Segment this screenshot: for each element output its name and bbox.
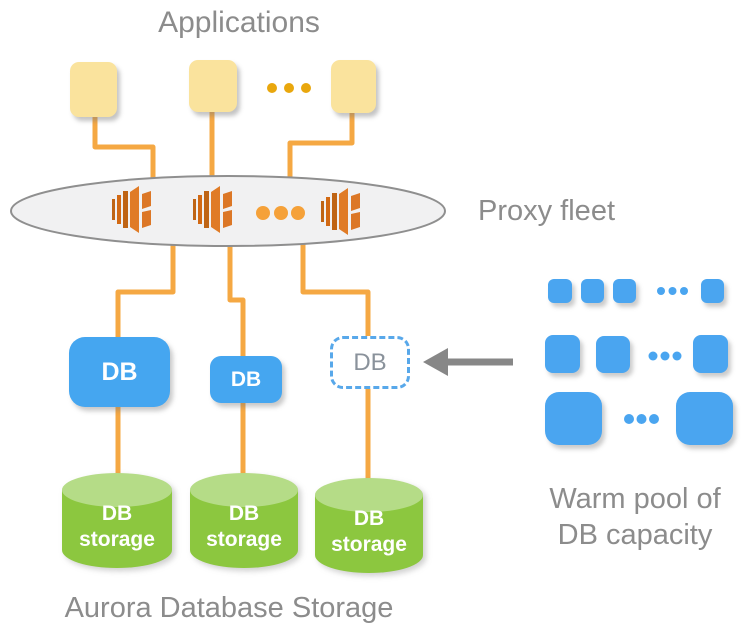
connector-proxy-db3 (300, 238, 371, 342)
db-storage-label-line1: DB (353, 507, 385, 530)
db-storage-label: DB storage (315, 506, 423, 558)
warm-pool-ellipsis-dots (624, 287, 688, 424)
db-storage-label-line2: storage (79, 528, 155, 551)
db-storage-label-line1: DB (101, 502, 133, 525)
proxy-ellipsis-dots (256, 206, 305, 220)
connector-proxy-db2 (227, 240, 246, 362)
warm-pool-arrow (423, 348, 513, 376)
rds-proxy-icon (321, 188, 361, 235)
arrow-head-icon (423, 348, 448, 376)
warm-pool-square-medium-3 (693, 335, 728, 373)
db-storage-label: DB storage (190, 501, 298, 553)
application-node-3 (331, 60, 376, 113)
warm-pool-square-large-1 (545, 392, 602, 445)
warm-pool-square-large-2 (676, 392, 733, 445)
app-to-proxy-connectors (92, 108, 371, 488)
cylinder-top (62, 473, 172, 507)
connector-proxy-db1 (115, 238, 176, 345)
db-storage-cylinder-1: DB storage (62, 473, 172, 568)
application-node-1 (70, 62, 117, 117)
aurora-storage-label: Aurora Database Storage (64, 592, 394, 624)
db-storage-label-line1: DB (228, 502, 260, 525)
app-ellipsis-dots (267, 83, 311, 93)
warm-pool-label-line1: Warm pool of (549, 483, 721, 515)
connector-app1-proxy (92, 112, 156, 182)
db-storage-label: DB storage (62, 501, 172, 553)
warm-pool-square-small-4 (701, 279, 724, 303)
warm-pool-square-medium-2 (596, 336, 630, 373)
warm-pool-label-line2: DB capacity (557, 519, 713, 551)
rds-proxy-icon (112, 186, 152, 233)
db-storage-cylinder-3: DB storage (315, 478, 423, 573)
applications-label: Applications (158, 6, 320, 39)
proxy-fleet-label: Proxy fleet (478, 195, 615, 227)
db-storage-label-line2: storage (331, 533, 407, 556)
warm-pool-square-medium-1 (545, 335, 580, 373)
cylinder-top (190, 473, 298, 507)
db-instance-2: DB (210, 356, 282, 403)
connector-app3-proxy (287, 110, 355, 183)
rds-proxy-icon (193, 186, 233, 233)
db-storage-label-line2: storage (206, 528, 282, 551)
cylinder-top (315, 478, 423, 512)
application-node-2 (189, 60, 237, 112)
db-instance-1: DB (69, 337, 170, 407)
db-storage-cylinder-2: DB storage (190, 473, 298, 568)
db-instance-placeholder: DB (330, 336, 410, 389)
warm-pool-square-small-3 (613, 279, 636, 303)
warm-pool-label: Warm pool of DB capacity (510, 481, 755, 553)
warm-pool-square-small-2 (581, 279, 604, 303)
warm-pool-square-small-1 (548, 279, 572, 303)
